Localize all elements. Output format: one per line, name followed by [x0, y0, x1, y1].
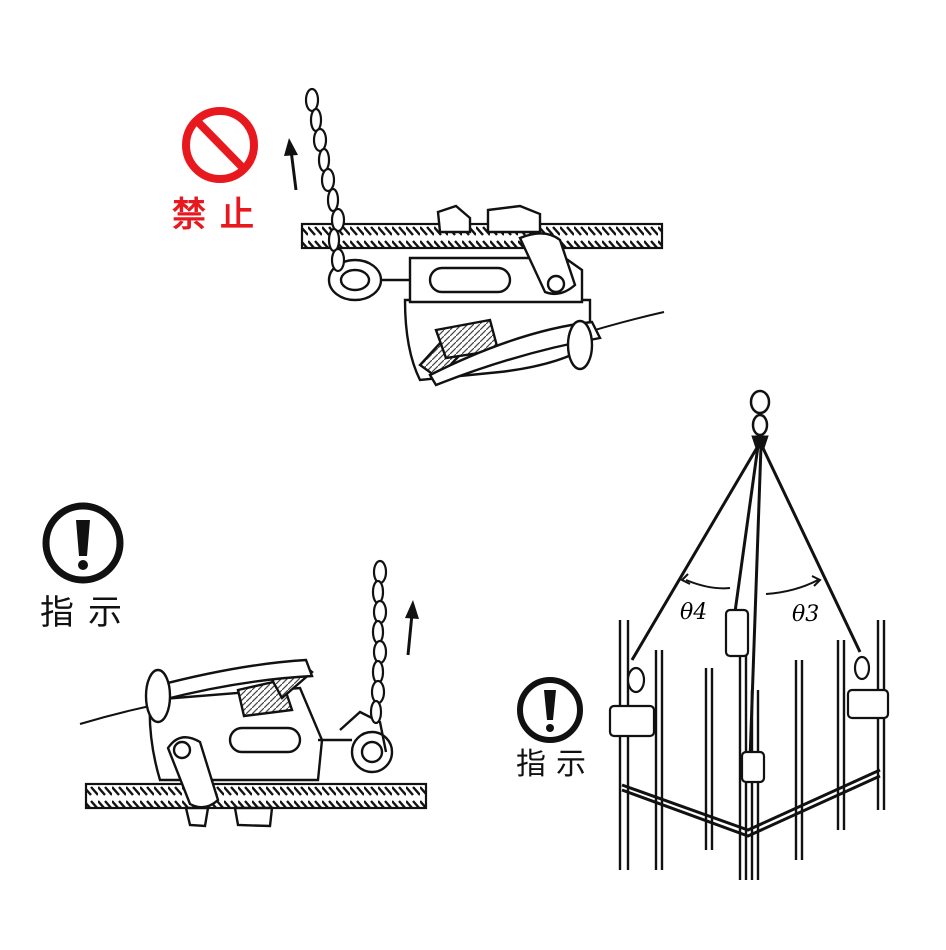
direction-arrow: [284, 138, 298, 191]
rebar-ties: [621, 768, 881, 838]
lifting-chain: [369, 559, 388, 725]
rebar: [300, 222, 664, 250]
rebar-cage-lifting-illustration: [608, 389, 890, 880]
prohibited-clamp-illustration: [300, 87, 665, 387]
lifting-chain: [304, 87, 346, 273]
angle-arc-left: [685, 579, 731, 590]
instruction-label: 指示: [40, 593, 136, 633]
rebar: [84, 782, 428, 810]
angle-arc-right: [765, 579, 819, 595]
exclamation-icon: [42, 502, 124, 584]
exclamation-icon: [517, 677, 583, 743]
vertical-rebars: [618, 620, 886, 880]
instruction-clamp-illustration: [79, 559, 428, 828]
angle-label-theta3: θ3: [792, 602, 820, 627]
housing-slot: [428, 266, 512, 294]
clamps-on-cage: [608, 608, 890, 784]
prohibition-icon: [182, 107, 258, 183]
housing-slot: [228, 726, 302, 754]
prohibited-label: 禁止: [172, 195, 268, 235]
angle-label-theta4: θ4: [680, 600, 708, 625]
instruction-label: 指示: [516, 747, 596, 782]
sling-legs: [630, 445, 862, 761]
direction-arrow: [405, 600, 419, 656]
